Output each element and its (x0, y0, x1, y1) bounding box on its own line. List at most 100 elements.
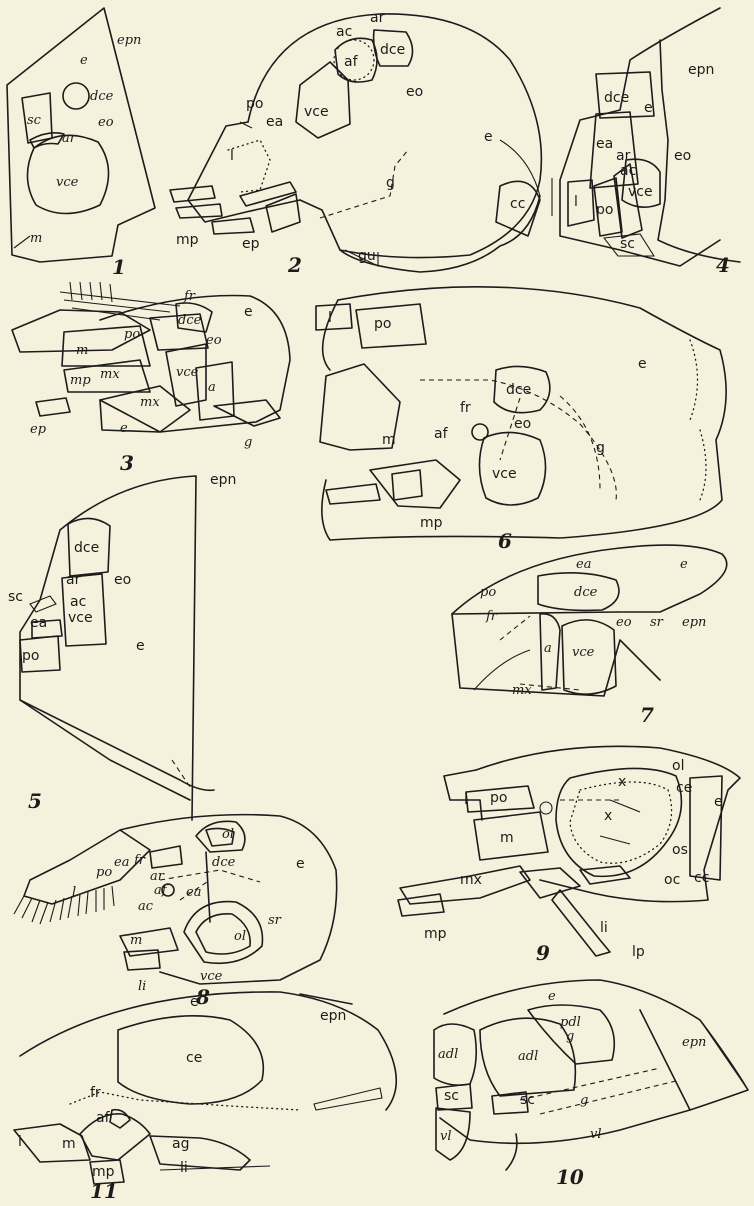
fig4-label-po: po (596, 202, 613, 218)
fig4-label-ar: ar (616, 148, 631, 164)
figure-11: e epn ce fr af l m ag mp li 11 (14, 992, 396, 1203)
fig2-label-dce: dce (380, 42, 405, 58)
fig11-number: 11 (90, 1179, 118, 1203)
fig1-label-sc: sc (27, 113, 42, 128)
fig8-label-dce: dce (212, 855, 236, 870)
fig4-label-sc: sc (620, 236, 635, 252)
fig8-label-m: m (130, 933, 142, 948)
fig4-label-ea: ea (596, 136, 613, 152)
fig6-label-g: g (596, 440, 605, 456)
fig4-label-epn: epn (688, 62, 714, 78)
fig3-label-mx-top: mx (100, 367, 120, 382)
fig10-label-g-top: g (566, 1029, 574, 1044)
fig6-label-l: l (328, 310, 332, 326)
fig8-label-e: e (296, 856, 305, 872)
fig5-label-dce: dce (74, 540, 99, 556)
fig4-label-eo: eo (674, 148, 691, 164)
fig11-label-mp: mp (92, 1164, 115, 1180)
fig2-label-af: af (344, 54, 359, 70)
fig10-label-pdl: pdl (560, 1015, 581, 1030)
fig6-label-dce: dce (506, 382, 531, 398)
fig6-label-eo: eo (514, 416, 531, 432)
fig2-label-l: l (230, 148, 234, 164)
fig11-label-li: li (180, 1160, 188, 1176)
fig2-label-e: e (484, 129, 493, 145)
fig8-label-fr: fr (133, 853, 146, 868)
fig7-label-fr: fr (485, 609, 498, 624)
figure-5: epn dce sc ar eo ea ac vce po e 5 (8, 472, 236, 820)
fig7-label-po: po (480, 585, 496, 600)
fig5-label-ac: ac (70, 594, 86, 610)
fig9-number: 9 (536, 941, 550, 965)
fig7-label-dce: dce (574, 585, 598, 600)
fig3-label-vce: vce (176, 365, 199, 380)
fig3-label-ep: ep (30, 422, 47, 437)
fig2-label-ac: ac (336, 24, 352, 40)
fig2-label-g: g (386, 175, 395, 191)
fig7-label-sr: sr (650, 615, 664, 630)
fig10-label-sc-right: sc (520, 1092, 535, 1108)
fig9-label-ol: ol (672, 758, 684, 774)
fig4-number: 4 (716, 253, 730, 277)
fig9-label-e: e (714, 794, 723, 810)
fig9-label-os: os (672, 842, 688, 858)
fig9-label-li: li (600, 920, 608, 936)
figure-3: fr po dce e eo vce m mp mx a mx ep e g 3 (12, 282, 290, 475)
fig4-label-e: e (644, 100, 653, 116)
fig2-label-eo: eo (406, 84, 423, 100)
fig9-label-oc: oc (664, 872, 680, 888)
fig8-label-ea-right: ea (186, 885, 201, 900)
fig9-label-po: po (490, 790, 507, 806)
fig2-number: 2 (287, 253, 302, 277)
fig11-label-ag: ag (172, 1136, 189, 1152)
fig8-label-po: po (96, 865, 112, 880)
fig10-label-sc-left: sc (444, 1088, 459, 1104)
fig11-label-epn: epn (320, 1008, 346, 1024)
fig6-label-vce: vce (492, 466, 517, 482)
fig7-label-e: e (680, 557, 688, 572)
fig3-number: 3 (120, 451, 134, 475)
fig7-label-mx: mx (512, 683, 532, 698)
fig8-label-ea-left: ea (114, 855, 129, 870)
fig8-label-ar: ar (150, 869, 165, 884)
fig3-label-g: g (244, 435, 252, 450)
fig8-label-vce: vce (200, 969, 223, 984)
fig3-label-eo: eo (206, 333, 222, 348)
fig3-label-e: e (244, 304, 253, 320)
fig1-label-m: m (30, 231, 42, 246)
fig2-label-mp: mp (176, 232, 199, 248)
fig2-label-ep: ep (242, 236, 260, 252)
fig8-label-l: l (72, 885, 76, 900)
fig9-label-mx: mx (460, 872, 482, 888)
fig10-label-vl-left: vl (440, 1129, 452, 1144)
fig11-label-e: e (190, 994, 199, 1010)
figure-9: ol l po x ce e m x os mx oc cc li mp lp … (398, 746, 740, 965)
fig3-label-e-lower: e (120, 421, 128, 436)
fig3-label-mp: mp (70, 373, 91, 388)
fig6-label-m: m (382, 432, 396, 448)
fig1-label-eo: eo (98, 115, 114, 130)
fig1-label-ar: ar (62, 131, 77, 146)
figure-6: l po e dce fr af eo m g vce mp 6 (316, 287, 726, 553)
fig6-label-mp: mp (420, 515, 443, 531)
fig3-label-mx-bottom: mx (140, 395, 160, 410)
fig9-label-x-top: x (618, 774, 626, 790)
fig2-label-ea: ea (266, 114, 283, 130)
fig5-label-vce: vce (68, 610, 93, 626)
fig11-label-af: af (96, 1110, 111, 1126)
fig6-label-af: af (434, 426, 449, 442)
fig9-label-ce: ce (676, 780, 692, 796)
fig8-label-li: li (138, 979, 146, 994)
fig5-label-eo: eo (114, 572, 131, 588)
fig3-label-m: m (76, 343, 88, 358)
fig11-label-ce: ce (186, 1050, 202, 1066)
fig9-label-x-bottom: x (604, 808, 612, 824)
fig2-label-po: po (246, 96, 263, 112)
fig7-label-ea: ea (576, 557, 591, 572)
fig4-label-vce: vce (628, 184, 653, 200)
fig8-label-af: af (154, 883, 169, 898)
figure-2: ac ar af dce po ea vce eo e l g cc mp ep… (170, 10, 541, 277)
fig10-label-vl-right: vl (590, 1127, 602, 1142)
fig10-label-e: e (548, 989, 556, 1004)
fig10-label-epn: epn (682, 1035, 706, 1050)
